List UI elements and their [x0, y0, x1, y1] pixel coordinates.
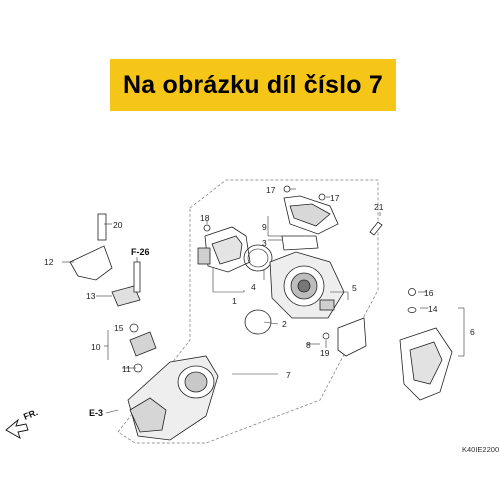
o-ring-2: [244, 309, 272, 335]
front-arrow-icon: [5, 418, 29, 439]
bolt-21: [369, 221, 383, 236]
callout-2: 2: [282, 319, 287, 329]
callout-17-left: 17: [266, 185, 276, 195]
callout-9: 9: [262, 222, 267, 232]
intake-manifold: [127, 355, 219, 441]
callout-18: 18: [200, 213, 210, 223]
callout-4: 4: [251, 282, 256, 292]
callout-8: 8: [306, 340, 311, 350]
callout-1: 1: [232, 296, 237, 306]
callout-14: 14: [428, 304, 438, 314]
reference-e3: E-3: [89, 408, 103, 418]
callout-11: 11: [122, 364, 131, 374]
sensor-unit: [197, 226, 251, 273]
callout-5: 5: [352, 283, 357, 293]
callout-12: 12: [44, 257, 54, 267]
callout-13: 13: [86, 291, 96, 301]
bolt-20: [97, 213, 107, 241]
fuel-pipe: [133, 261, 141, 293]
callout-3: 3: [262, 238, 267, 248]
callout-16: 16: [424, 288, 434, 298]
banner-text: Na obrázku díl číslo 7: [122, 70, 384, 99]
part-number-banner: Na obrázku díl číslo 7: [110, 59, 396, 111]
gasket-4: [243, 244, 273, 272]
injector: [129, 331, 157, 357]
reference-f26: F-26: [131, 247, 150, 257]
diagram-code: K40IE2200: [462, 445, 499, 454]
callout-15: 15: [114, 323, 124, 333]
callout-21: 21: [374, 202, 384, 212]
callout-19: 19: [320, 348, 330, 358]
callout-6: 6: [470, 327, 475, 337]
callout-labels: 1 2 3 4 5 6 7 8 9 10 11 12 13 14 15 16 1…: [44, 185, 475, 380]
callout-17-right: 17: [330, 193, 340, 203]
gasket-3: [281, 235, 319, 251]
clamp-13: [111, 285, 141, 307]
callout-10: 10: [91, 342, 101, 352]
callout-7: 7: [286, 370, 291, 380]
assembly-outline: [117, 179, 379, 444]
bracket-12: [69, 245, 113, 281]
throttle-body: [269, 251, 345, 319]
front-label: FR.: [22, 407, 39, 422]
leader-lines: [62, 188, 465, 375]
callout-20: 20: [113, 220, 123, 230]
top-cover: [283, 195, 339, 235]
bracket: [337, 317, 367, 357]
side-cover: [399, 327, 453, 401]
